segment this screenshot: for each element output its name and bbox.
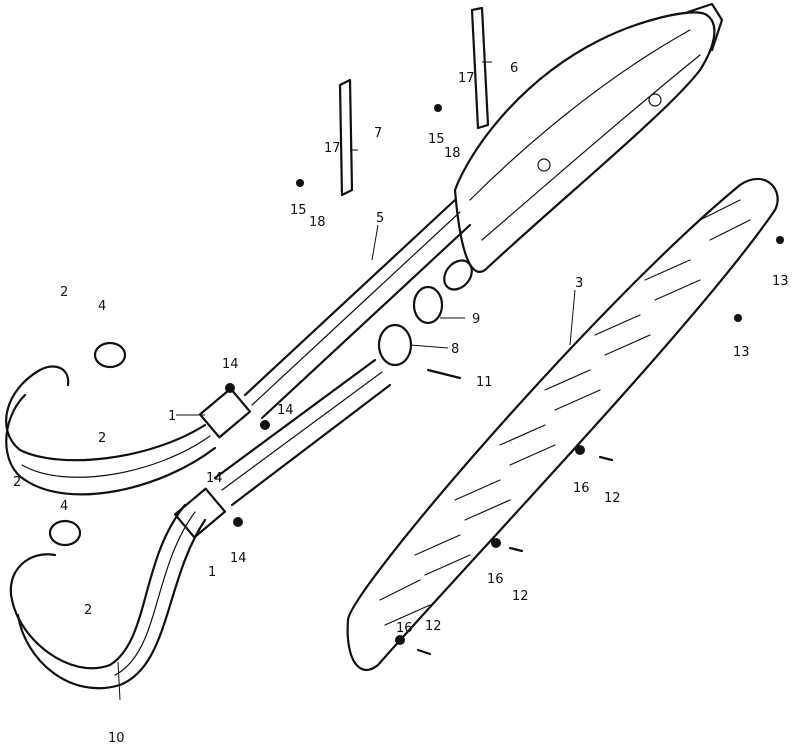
callout-2: 2 — [98, 431, 106, 446]
upper-exhaust-bend — [5, 365, 217, 496]
leader-lines — [117, 61, 576, 701]
callout-14: 14 — [206, 471, 223, 486]
callout-9: 9 — [472, 312, 480, 327]
callout-2: 2 — [60, 285, 68, 300]
callout-15: 15 — [290, 203, 307, 218]
callout-4: 4 — [60, 499, 68, 514]
callout-6: 6 — [510, 61, 518, 76]
callout-12: 12 — [425, 619, 442, 634]
callout-3: 3 — [575, 276, 583, 291]
callout-8: 8 — [451, 342, 459, 357]
callout-14: 14 — [230, 551, 247, 566]
callout-17: 17 — [458, 71, 475, 86]
callout-2: 2 — [13, 475, 21, 490]
callout-15: 15 — [428, 132, 445, 147]
callout-16: 16 — [396, 621, 413, 636]
fasteners — [225, 104, 784, 656]
callout-12: 12 — [604, 491, 621, 506]
callout-12: 12 — [512, 589, 529, 604]
part-callouts: 1 1 2 2 2 2 3 4 4 5 6 7 8 9 10 11 12 12 … — [13, 61, 789, 746]
joint-collars — [173, 387, 252, 539]
callout-1: 1 — [208, 565, 216, 580]
callout-2: 2 — [84, 603, 92, 618]
upper-muffler — [243, 2, 724, 420]
callout-18: 18 — [309, 215, 326, 230]
callout-10: 10 — [108, 731, 125, 746]
callout-5: 5 — [376, 211, 384, 226]
callout-18: 18 — [444, 146, 461, 161]
brackets — [338, 6, 490, 197]
callout-16: 16 — [487, 572, 504, 587]
callout-11: 11 — [476, 375, 493, 390]
callout-13: 13 — [733, 345, 750, 360]
callout-17: 17 — [324, 141, 341, 156]
callout-16: 16 — [573, 481, 590, 496]
callout-7: 7 — [374, 126, 382, 141]
exhaust-pipe-10 — [9, 503, 207, 690]
callout-14: 14 — [222, 357, 239, 372]
heat-shield — [346, 178, 779, 672]
callout-1: 1 — [168, 409, 176, 424]
lower-exhaust-pipe — [213, 358, 392, 507]
callout-4: 4 — [98, 299, 106, 314]
rings-and-bushings — [48, 285, 444, 547]
callout-13: 13 — [772, 274, 789, 289]
callout-14: 14 — [277, 403, 294, 418]
